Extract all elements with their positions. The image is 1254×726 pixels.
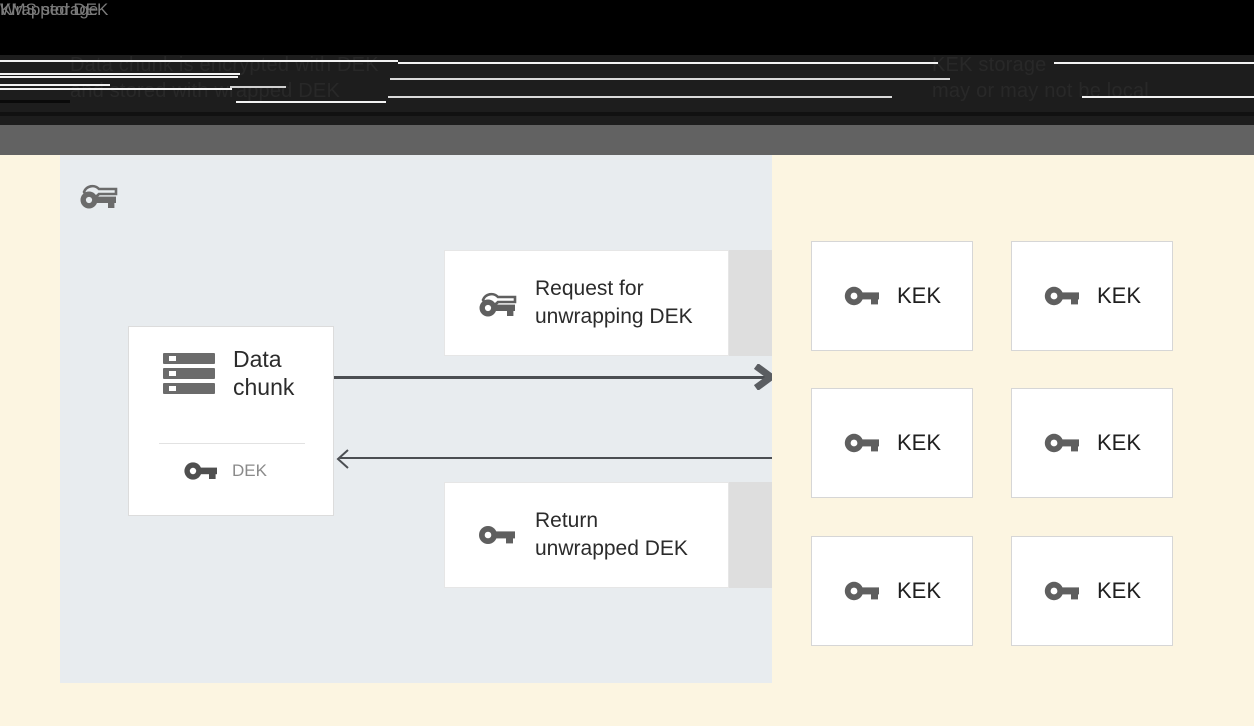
request-arrow-head bbox=[752, 364, 776, 390]
scanline-artifact bbox=[0, 76, 238, 78]
data-chunk-divider bbox=[159, 443, 305, 444]
kek-card-grid: KEK KEK KEK bbox=[811, 241, 1173, 646]
kek-card-label: KEK bbox=[1096, 283, 1142, 308]
data-chunk-dek-row: DEK bbox=[129, 459, 333, 483]
kek-card[interactable]: KEK bbox=[811, 241, 973, 351]
return-unwrapped-box[interactable]: Return unwrapped DEK bbox=[444, 482, 729, 588]
key-icon bbox=[477, 522, 517, 548]
response-arrow-line bbox=[340, 457, 772, 459]
server-stack-icon bbox=[161, 345, 217, 401]
scanline-artifact bbox=[390, 78, 950, 80]
kek-card-label: KEK bbox=[896, 430, 942, 455]
key-icon bbox=[843, 283, 881, 309]
key-icon bbox=[1043, 430, 1081, 456]
request-box-shadow bbox=[729, 250, 772, 356]
data-chunk-dek-label: DEK bbox=[232, 461, 267, 480]
chrome-black-band bbox=[0, 0, 1254, 55]
scanline-artifact bbox=[398, 62, 938, 64]
kek-card-label: KEK bbox=[1096, 578, 1142, 603]
request-unwrap-label: Request for unwrapping DEK bbox=[535, 277, 693, 328]
scanline-artifact bbox=[0, 73, 240, 75]
key-icon bbox=[1043, 283, 1081, 309]
scanline-artifact bbox=[388, 96, 892, 98]
key-wrapped-icon bbox=[477, 288, 517, 318]
scanline-artifact bbox=[0, 112, 1254, 116]
kek-card-label: KEK bbox=[896, 578, 942, 603]
key-wrapped-icon bbox=[78, 180, 118, 210]
scanline-artifact bbox=[0, 60, 398, 62]
scanline-artifact bbox=[0, 100, 70, 103]
kek-card-label: KEK bbox=[1096, 430, 1142, 455]
kek-card[interactable]: KEK bbox=[1011, 241, 1173, 351]
kek-card[interactable]: KEK bbox=[811, 536, 973, 646]
key-icon bbox=[184, 459, 218, 483]
return-box-shadow bbox=[729, 482, 772, 588]
header-caption-left-line1: Data chunk is encrypted with DEK bbox=[70, 54, 379, 76]
return-unwrapped-label: Return unwrapped DEK bbox=[535, 509, 688, 560]
data-chunk-label: Data chunk bbox=[233, 346, 295, 400]
scanline-artifact bbox=[1054, 62, 1254, 64]
header-caption-right-line1: KEK storage bbox=[932, 54, 1047, 76]
scanline-artifact bbox=[0, 84, 110, 86]
scanline-artifact bbox=[230, 86, 286, 88]
response-arrow-head bbox=[332, 448, 354, 470]
data-chunk-card[interactable]: Data chunk DEK bbox=[128, 326, 334, 516]
request-arrow-line bbox=[334, 376, 772, 379]
wrapped-dek-panel-title: Wrapped DEK bbox=[0, 0, 109, 19]
key-icon bbox=[843, 430, 881, 456]
scanline-artifact bbox=[236, 101, 386, 103]
header-caption-left: Data chunk is encrypted with DEK and sto… bbox=[70, 52, 379, 104]
key-icon bbox=[1043, 578, 1081, 604]
data-chunk-header: Data chunk bbox=[129, 345, 333, 401]
key-icon bbox=[843, 578, 881, 604]
kek-card[interactable]: KEK bbox=[1011, 536, 1173, 646]
header-caption-right-line2: may or may not be local bbox=[932, 80, 1149, 102]
kek-card-label: KEK bbox=[896, 283, 942, 308]
header-caption-left-line2: and stored with wrapped DEK bbox=[70, 80, 340, 102]
request-unwrap-box[interactable]: Request for unwrapping DEK bbox=[444, 250, 729, 356]
kms-storage-panel-title: KMS storage bbox=[0, 0, 99, 19]
scanline-artifact bbox=[0, 88, 232, 90]
kek-card[interactable]: KEK bbox=[1011, 388, 1173, 498]
kek-card[interactable]: KEK bbox=[811, 388, 973, 498]
scanline-artifact bbox=[1082, 96, 1254, 98]
chrome-grey-band bbox=[0, 125, 1254, 155]
